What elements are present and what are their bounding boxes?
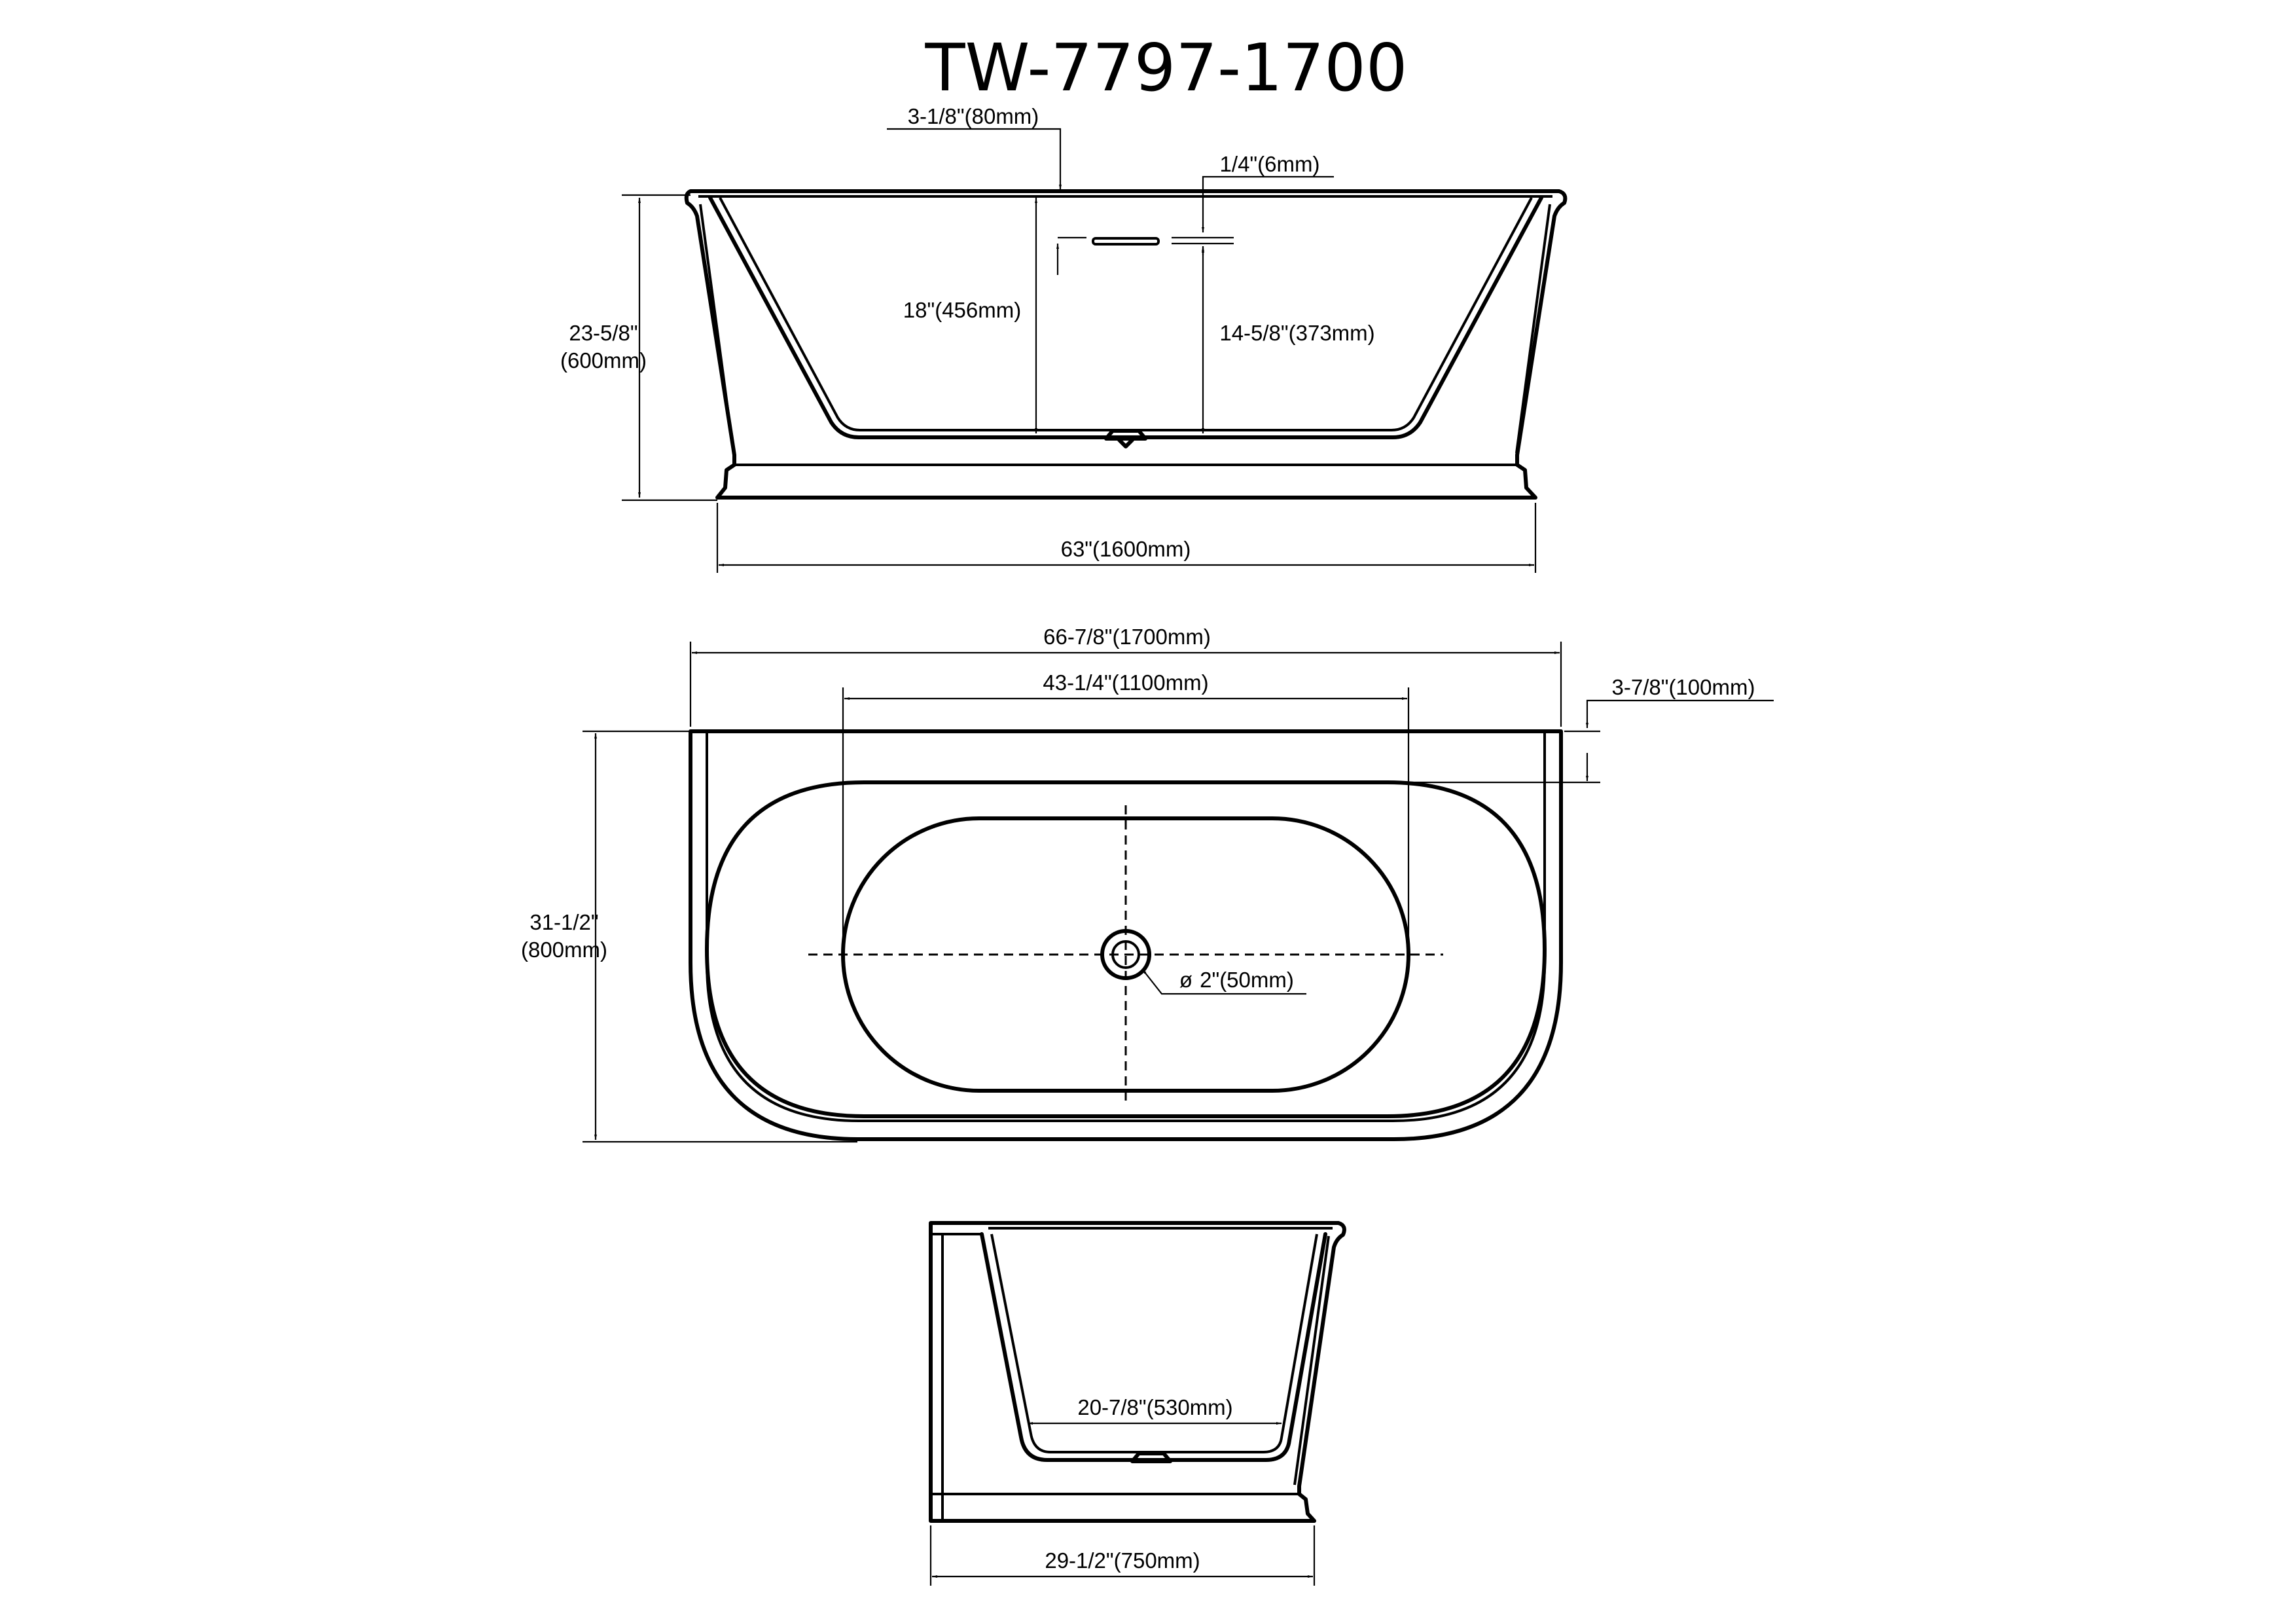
front-dim-overflow-to-bottom: 14-5/8"(373mm) [1219,321,1374,345]
top-view: ø 2"(50mm) 66-7/8"(1700mm) 43-1/4"(1100m… [521,625,1774,1143]
front-inner-basin [708,196,1543,439]
side-inner-basin-offset [990,1233,1318,1453]
drawing-title: TW-7797-1700 [924,29,1407,106]
top-outer-outline [689,729,1563,1141]
front-dim-overflow-height: 1/4"(6mm) [1220,152,1320,176]
front-dim-base-length: 63"(1600mm) [1061,537,1191,561]
front-dim-total-height-mm: (600mm) [560,348,647,373]
top-drain-symbol: ø [1179,968,1193,992]
top-dim-inner-length: 43-1/4"(1100mm) [1043,670,1208,695]
front-overflow-slot [1092,237,1160,246]
top-dim-back-ledge: 3-7/8"(100mm) [1612,675,1755,699]
side-dim-inner-bottom: 20-7/8"(530mm) [1077,1395,1232,1419]
top-dim-drain: 2"(50mm) [1200,968,1294,992]
front-outer-shell [684,189,1568,500]
front-rim-inner [698,195,1552,454]
front-view: 23-5/8" (600mm) 3-1/8"(80mm) 1/4"(6mm) 1… [560,104,1568,573]
top-dim-width-mm: (800mm) [521,938,607,962]
top-rim-inner [705,780,1547,1118]
top-dim-width-in: 31-1/2" [529,910,598,934]
top-outer-offset [706,731,1546,1122]
front-dim-inner-depth: 18"(456mm) [903,298,1021,322]
top-drain-outer [1100,929,1151,980]
side-back-wall [931,1233,980,1521]
side-view: 20-7/8"(530mm) 29-1/2"(750mm) [929,1221,1346,1586]
front-inner-basin-offset [719,197,1533,431]
top-drain-inner [1111,940,1140,969]
side-rim-inner [988,1227,1333,1486]
front-drain [1104,429,1147,448]
side-dim-base-width: 29-1/2"(750mm) [1045,1548,1200,1573]
top-dim-overall-length: 66-7/8"(1700mm) [1043,625,1211,649]
front-dim-overflow-offset: 3-1/8"(80mm) [908,104,1039,128]
side-inner-basin [980,1232,1327,1462]
front-dim-total-height-in: 23-5/8" [569,321,637,345]
side-outer-shell [929,1221,1346,1523]
side-drain [1130,1451,1172,1463]
